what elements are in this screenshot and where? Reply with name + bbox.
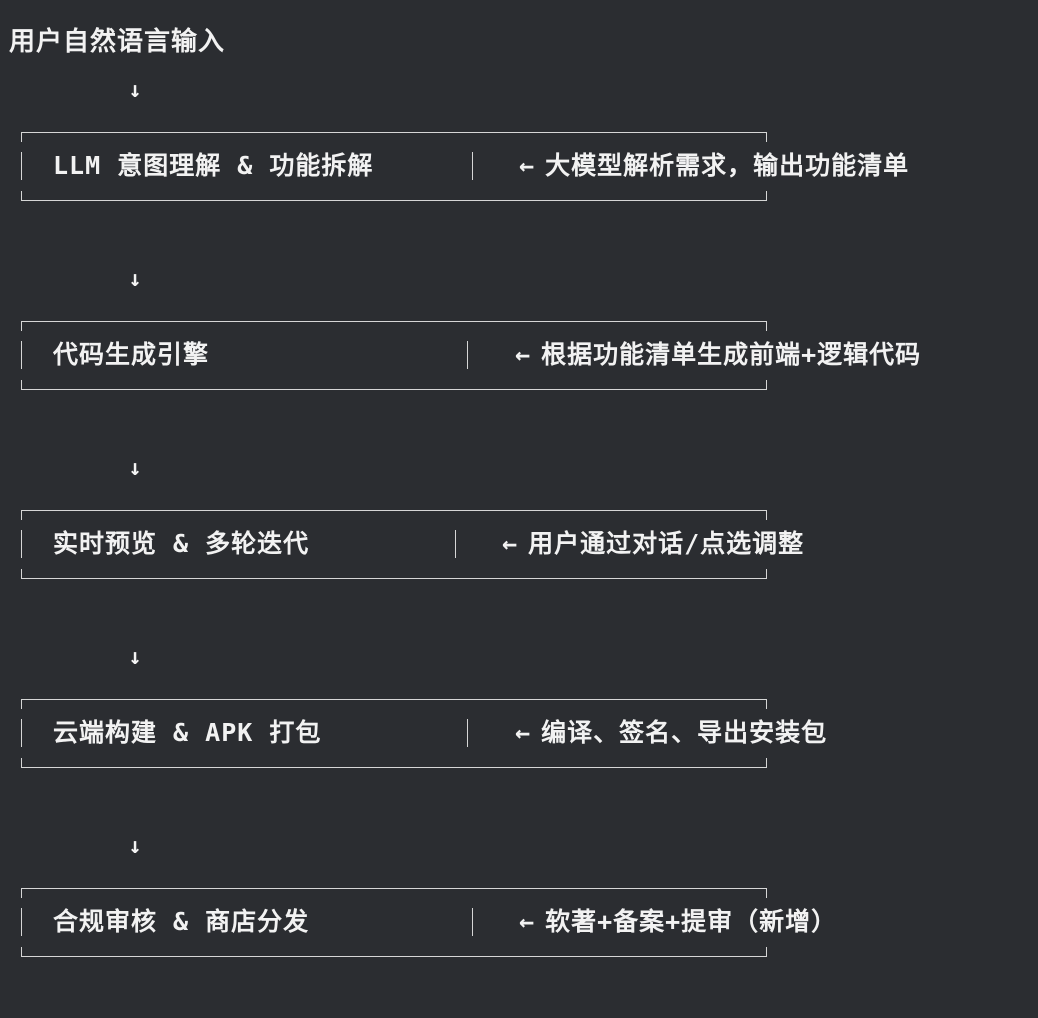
box-corner — [21, 758, 22, 768]
step-note-text: 编译、签名、导出安装包 — [541, 718, 828, 747]
step-note: ← 软著+备案+提审（新增） — [519, 905, 837, 939]
left-arrow-icon: ← — [519, 907, 536, 936]
left-arrow-icon: ← — [519, 151, 536, 180]
step-note: ← 编译、签名、导出安装包 — [515, 716, 827, 750]
box-divider — [467, 341, 468, 369]
box-bottom-border — [21, 200, 767, 201]
step-label: 云端构建 & APK 打包 — [53, 718, 322, 747]
step-label: 实时预览 & 多轮迭代 — [53, 529, 310, 558]
box-corner — [766, 569, 767, 579]
box-top-border — [21, 132, 767, 133]
box-corner — [766, 191, 767, 201]
left-arrow-icon: ← — [515, 718, 532, 747]
left-arrow-icon: ← — [502, 529, 519, 558]
box-divider — [455, 530, 456, 558]
box-left-border — [21, 530, 22, 558]
step-note: ← 根据功能清单生成前端+逻辑代码 — [515, 338, 921, 372]
box-corner — [766, 510, 767, 520]
step-label: 合规审核 & 商店分发 — [53, 907, 310, 936]
box-divider — [472, 152, 473, 180]
box-corner — [21, 380, 22, 390]
box-corner — [766, 321, 767, 331]
box-left-border — [21, 341, 22, 369]
step-box: LLM 意图理解 & 功能拆解 — [21, 118, 767, 215]
step-note-text: 大模型解析需求，输出功能清单 — [545, 151, 910, 180]
left-arrow-icon: ← — [515, 340, 532, 369]
step-box: 合规审核 & 商店分发 — [21, 874, 767, 971]
step-box: 代码生成引擎 — [21, 307, 767, 404]
step-note-text: 根据功能清单生成前端+逻辑代码 — [541, 340, 922, 369]
box-left-border — [21, 719, 22, 747]
box-corner — [21, 699, 22, 709]
step-label: LLM 意图理解 & 功能拆解 — [53, 151, 374, 180]
step-box: 实时预览 & 多轮迭代 — [21, 496, 767, 593]
box-corner — [21, 321, 22, 331]
box-left-border — [21, 152, 22, 180]
box-bottom-border — [21, 767, 767, 768]
step-note: ← 大模型解析需求，输出功能清单 — [519, 149, 909, 183]
box-corner — [766, 380, 767, 390]
box-top-border — [21, 888, 767, 889]
box-divider — [472, 908, 473, 936]
down-arrow-icon: ↓ — [128, 645, 142, 670]
box-corner — [766, 758, 767, 768]
box-corner — [766, 132, 767, 142]
box-corner — [766, 947, 767, 957]
box-corner — [21, 510, 22, 520]
box-corner — [21, 888, 22, 898]
box-corner — [766, 699, 767, 709]
box-corner — [766, 888, 767, 898]
diagram-title: 用户自然语言输入 — [9, 27, 226, 57]
box-top-border — [21, 699, 767, 700]
step-note: ← 用户通过对话/点选调整 — [502, 527, 804, 561]
down-arrow-icon: ↓ — [128, 834, 142, 859]
down-arrow-icon: ↓ — [128, 456, 142, 481]
step-note-text: 软著+备案+提审（新增） — [545, 907, 838, 936]
box-corner — [21, 191, 22, 201]
box-bottom-border — [21, 389, 767, 390]
down-arrow-icon: ↓ — [128, 78, 142, 103]
step-label: 代码生成引擎 — [53, 340, 210, 369]
box-left-border — [21, 908, 22, 936]
box-bottom-border — [21, 578, 767, 579]
box-bottom-border — [21, 956, 767, 957]
step-box: 云端构建 & APK 打包 — [21, 685, 767, 782]
step-note-text: 用户通过对话/点选调整 — [528, 529, 805, 558]
box-top-border — [21, 510, 767, 511]
box-top-border — [21, 321, 767, 322]
box-corner — [21, 947, 22, 957]
down-arrow-icon: ↓ — [128, 267, 142, 292]
box-divider — [467, 719, 468, 747]
box-corner — [21, 569, 22, 579]
box-corner — [21, 132, 22, 142]
